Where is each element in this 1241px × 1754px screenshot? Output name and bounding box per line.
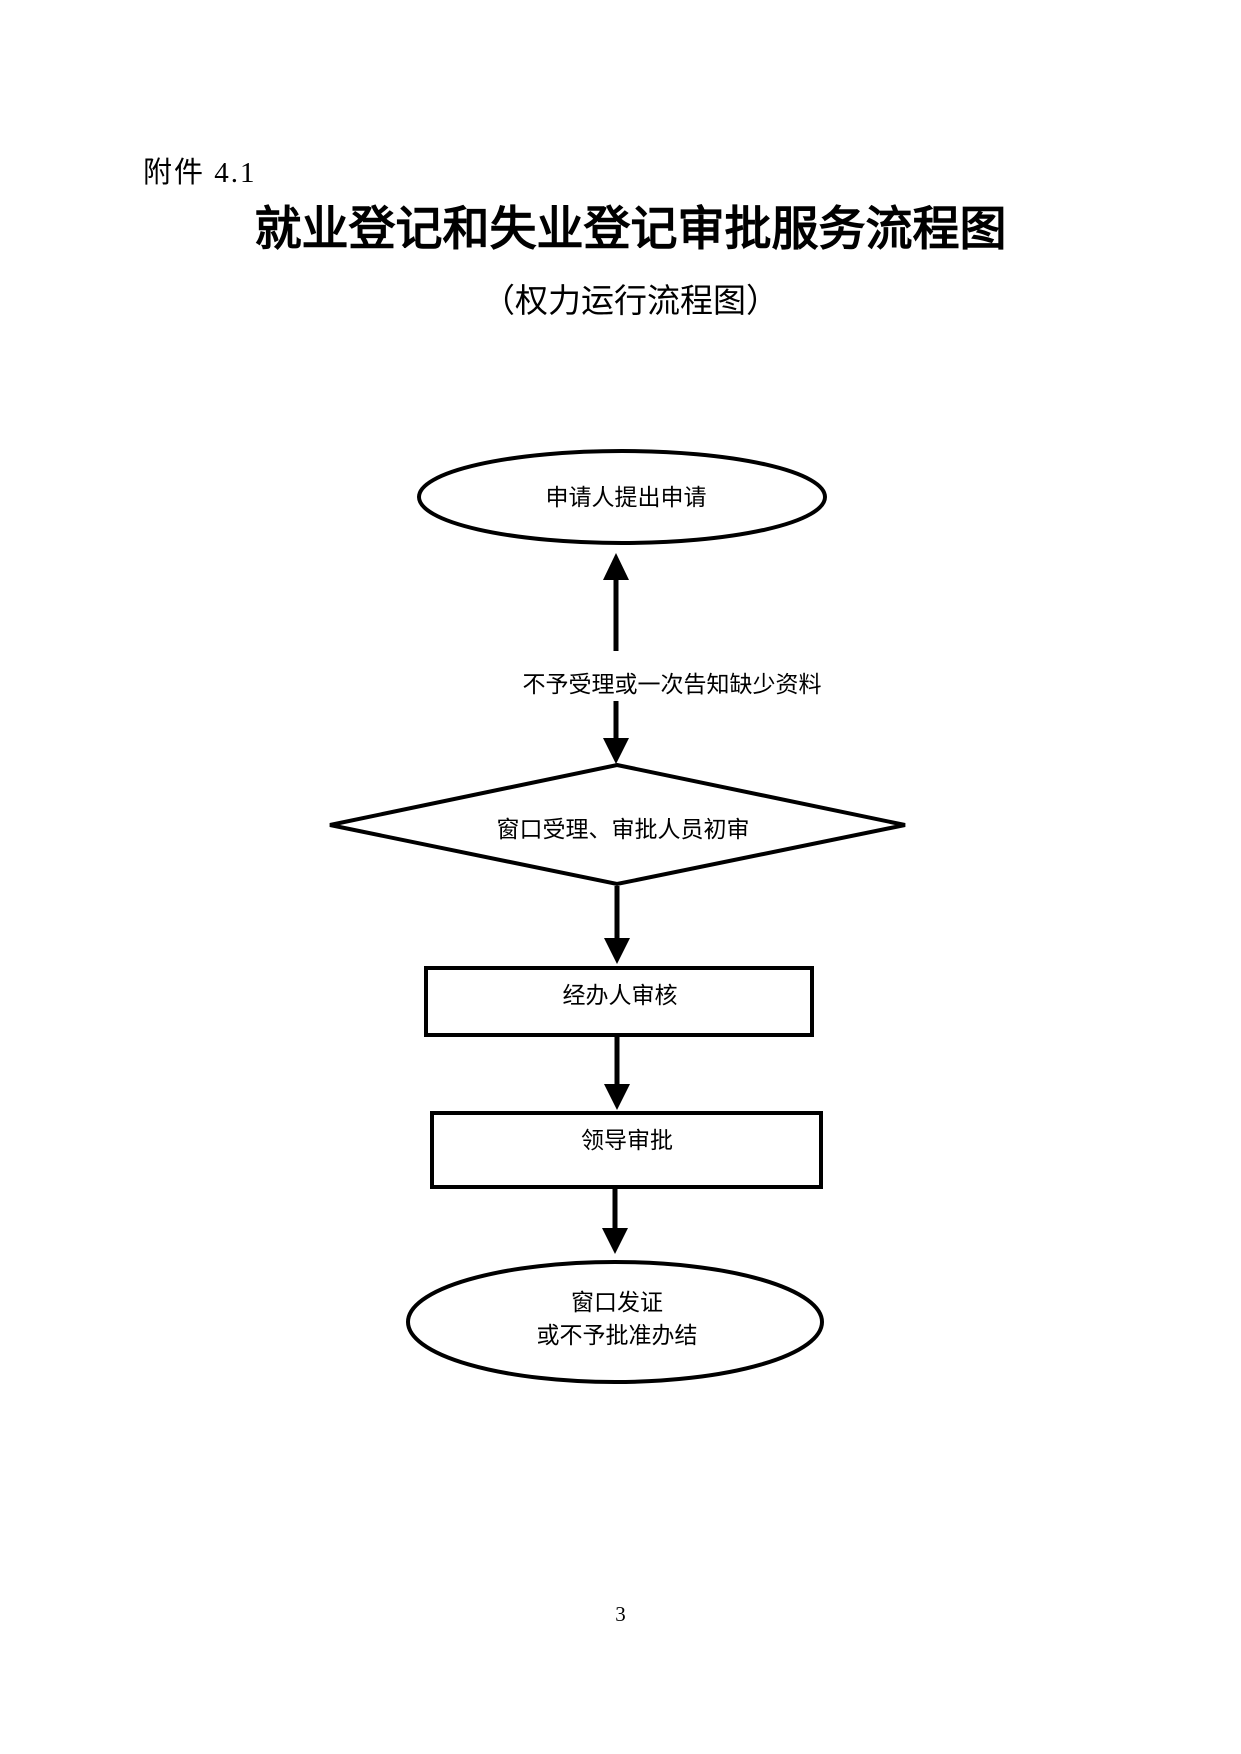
arrow-handler-to-leader-icon: [604, 1037, 630, 1110]
page-subtitle: （权力运行流程图）: [482, 284, 779, 320]
node-handler-label: 经办人审核: [563, 983, 678, 1008]
node-start-label: 申请人提出申请: [546, 485, 707, 510]
node-leader: 领导审批: [430, 1111, 823, 1189]
arrow-to-review-icon: [603, 701, 629, 764]
node-leader-label: 领导审批: [581, 1128, 673, 1153]
page-number: 3: [615, 1602, 626, 1626]
arrow-review-to-handler-icon: [604, 886, 630, 964]
return-condition-label: 不予受理或一次告知缺少资料: [523, 672, 822, 697]
node-start-shape: [417, 449, 827, 545]
node-handler-shape: [424, 966, 814, 1037]
page-title: 就业登记和失业登记审批服务流程图: [254, 204, 1007, 256]
arrow-return-up-icon: [603, 553, 629, 651]
node-end-label-line2: 或不予批准办结: [537, 1323, 698, 1348]
node-end-shape: [406, 1260, 824, 1384]
node-handler: 经办人审核: [424, 966, 814, 1037]
node-start: 申请人提出申请: [417, 449, 827, 545]
node-review: 窗口受理、审批人员初审: [329, 762, 906, 887]
attachment-label: 附件 4.1: [143, 157, 257, 189]
node-end: 窗口发证 或不予批准办结: [406, 1260, 824, 1384]
node-end-label-line1: 窗口发证: [571, 1290, 663, 1315]
node-leader-shape: [430, 1111, 823, 1189]
node-review-label: 窗口受理、审批人员初审: [497, 817, 750, 842]
arrow-leader-to-end-icon: [602, 1189, 628, 1254]
node-review-shape: [329, 762, 906, 887]
